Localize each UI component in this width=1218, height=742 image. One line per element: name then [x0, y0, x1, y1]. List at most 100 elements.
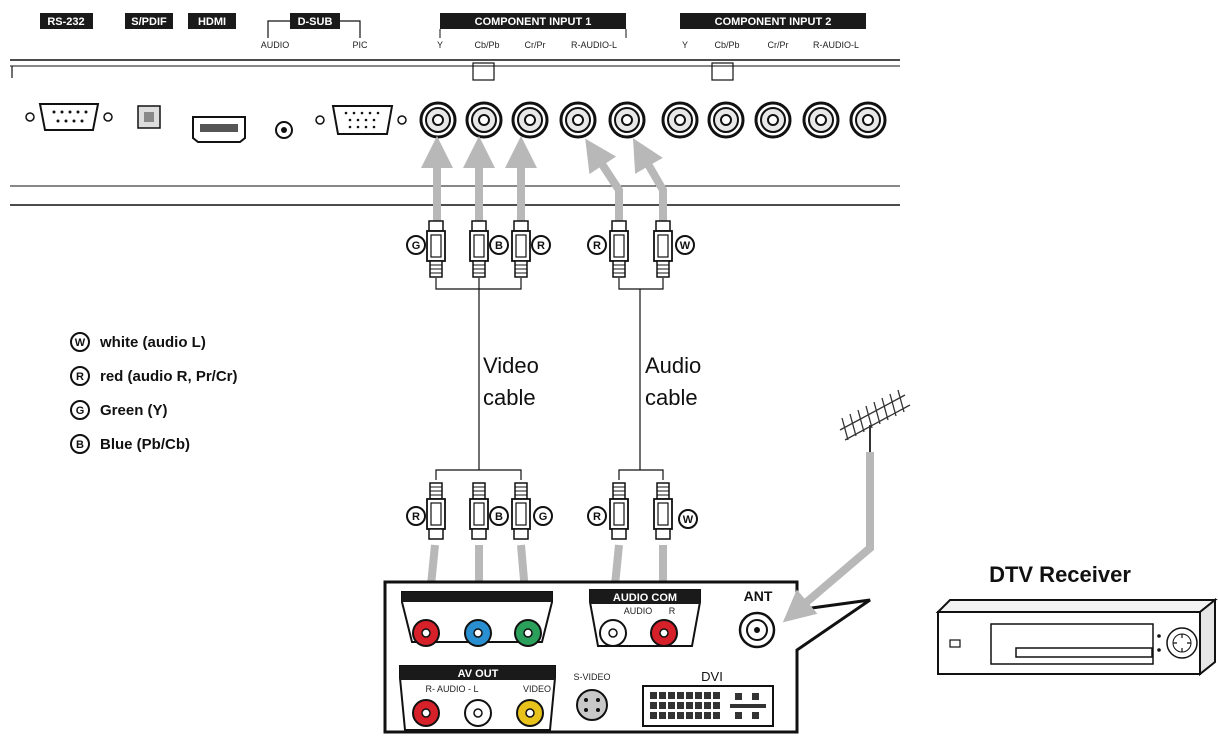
- top-letter-r: R: [531, 235, 551, 255]
- comp1-crpr-label: Cr/Pr: [525, 40, 546, 50]
- comp1-y-jack: [419, 101, 457, 139]
- ant-label: ANT: [744, 588, 773, 604]
- top-plug-r: [511, 220, 531, 278]
- cables: [435, 278, 664, 480]
- svg-text:G: G: [539, 511, 548, 523]
- top-plug-audio-l: [653, 220, 673, 278]
- bottom-plug-r: [426, 482, 446, 540]
- svg-text:G: G: [76, 405, 85, 417]
- dtv-receiver-title: DTV Receiver: [989, 562, 1131, 587]
- top-letter-audio-r: R: [587, 235, 607, 255]
- svideo-port: [576, 689, 608, 721]
- comp2-y-label: Y: [682, 40, 688, 50]
- svg-text:G: G: [412, 240, 421, 252]
- bottom-plug-audio-l: [653, 482, 673, 540]
- spdif-port: [137, 105, 161, 129]
- comp2-y-jack: [661, 101, 699, 139]
- hdmi-label: HDMI: [198, 16, 226, 28]
- audio-sub-label: AUDIO: [624, 606, 653, 616]
- rs232-port: [25, 103, 113, 131]
- legend-item-red: R red (audio R, Pr/Cr): [70, 366, 238, 386]
- svg-text:R: R: [412, 511, 420, 523]
- top-plug-b: [469, 220, 489, 278]
- comp1-audio-l-jack: [608, 101, 646, 139]
- av-out-audio-label: R- AUDIO - L: [425, 684, 478, 694]
- comp2-label: COMPONENT INPUT 2: [715, 16, 832, 28]
- comp2-crpr-jack: [754, 101, 792, 139]
- legend-item-blue: B Blue (Pb/Cb): [70, 434, 190, 454]
- comp2-cbpb-jack: [707, 101, 745, 139]
- antenna-icon: [839, 389, 911, 452]
- legend-item-green: G Green (Y): [70, 400, 168, 420]
- audio-com-label: AUDIO COM: [613, 592, 677, 604]
- svg-text:R: R: [593, 240, 601, 252]
- dsub-audio-port: [275, 121, 293, 139]
- video-cable-label-2: cable: [483, 385, 536, 410]
- svg-text:white (audio L): white (audio L): [99, 334, 206, 351]
- comp1-label: COMPONENT INPUT 1: [475, 16, 592, 28]
- comp2-audio-r-jack: [802, 101, 840, 139]
- svg-text:R: R: [593, 511, 601, 523]
- tv-back-panel: RS-232 S/PDIF HDMI D-SUB AUDIO PIC COMPO…: [10, 13, 900, 206]
- dvi-label: DVI: [701, 669, 723, 684]
- top-plug-g: [426, 220, 446, 278]
- comp1-y-label: Y: [437, 40, 443, 50]
- hdmi-label-box: [188, 13, 236, 29]
- svg-text:B: B: [76, 439, 84, 451]
- rs232-label-box: [40, 13, 93, 29]
- spdif-label: S/PDIF: [131, 16, 167, 28]
- bottom-letter-g: G: [533, 506, 553, 526]
- comp1-audio-label: R-AUDIO-L: [571, 40, 617, 50]
- dsub-pic-label: PIC: [352, 40, 368, 50]
- audio-bottom-junction: [618, 469, 664, 480]
- color-legend: W white (audio L) R red (audio R, Pr/Cr)…: [70, 332, 238, 454]
- bottom-letter-audio-r: R: [587, 506, 607, 526]
- svg-text:red (audio R, Pr/Cr): red (audio R, Pr/Cr): [100, 368, 238, 385]
- top-letter-g: G: [406, 235, 426, 255]
- bottom-plug-audio-r: [609, 482, 629, 540]
- svg-text:B: B: [495, 511, 503, 523]
- bottom-plug-g: [511, 482, 531, 540]
- svg-text:W: W: [75, 337, 86, 349]
- arrow-audio-l-to-tv: [632, 138, 667, 222]
- av-out-label: AV OUT: [458, 668, 499, 680]
- bottom-plugs: R B G R W: [406, 482, 698, 540]
- arrows-to-tv: [421, 136, 667, 222]
- dsub-label-box: [290, 13, 340, 29]
- dtv-receiver: DTV Receiver: [935, 562, 1218, 677]
- comp2-label-box: [680, 13, 866, 29]
- audio-cable-label-2: cable: [645, 385, 698, 410]
- dsub-label: D-SUB: [298, 16, 333, 28]
- comp2-crpr-label: Cr/Pr: [768, 40, 789, 50]
- comp1-cbpb-jack: [465, 101, 503, 139]
- dsub-pic-port: [315, 105, 407, 135]
- comp1-crpr-jack: [511, 101, 549, 139]
- svg-text:W: W: [680, 240, 691, 252]
- comp2-audio-l-jack: [849, 101, 887, 139]
- audio-r-label: R: [669, 606, 676, 616]
- rs232-label: RS-232: [47, 16, 84, 28]
- comp2-audio-label: R-AUDIO-L: [813, 40, 859, 50]
- top-letter-audio-w: W: [675, 235, 695, 255]
- top-plugs: G B R R W: [406, 220, 695, 278]
- hdmi-port: [192, 116, 246, 143]
- video-cable-label-1: Video: [483, 353, 539, 378]
- svg-text:B: B: [495, 240, 503, 252]
- comp1-cbpb-label: Cb/Pb: [474, 40, 499, 50]
- dsub-audio-label: AUDIO: [261, 40, 290, 50]
- comp2-cbpb-label: Cb/Pb: [714, 40, 739, 50]
- top-letter-b: B: [489, 235, 509, 255]
- audio-cable-label-1: Audio: [645, 353, 701, 378]
- audio-top-junction: [618, 278, 664, 290]
- bottom-letter-r: R: [406, 506, 426, 526]
- receiver-back-panel: AUDIO COM AUDIO R ANT AV OUT R- AUDIO - …: [383, 580, 871, 734]
- svg-text:R: R: [537, 240, 545, 252]
- bottom-letter-b: B: [489, 506, 509, 526]
- bottom-plug-b: [469, 482, 489, 540]
- av-out-video-label: VIDEO: [523, 684, 551, 694]
- video-bottom-junction: [435, 469, 522, 480]
- bottom-letter-audio-w: W: [678, 509, 698, 529]
- comp1-audio-r-jack: [559, 101, 597, 139]
- comp1-label-box: [440, 13, 626, 29]
